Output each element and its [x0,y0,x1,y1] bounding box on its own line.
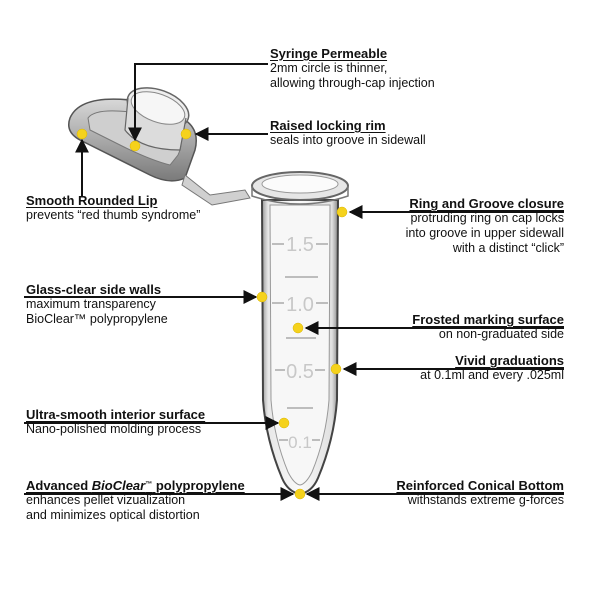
dot-syringe [129,140,141,152]
callout-vivid-graduations: Vivid graduations at 0.1ml and every .02… [420,353,564,382]
leader-lines [24,63,564,501]
graduation-1-5: 1.5 [286,234,314,256]
callout-advanced-bioclear: Advanced BioClear™ polypropylene enhance… [26,478,245,522]
dot-rim [180,128,192,140]
dot-vivid [330,363,342,375]
callout-reinforced-conical-bottom: Reinforced Conical Bottom withstands ext… [396,478,564,507]
callout-smooth-rounded-lip: Smooth Rounded Lip prevents “red thumb s… [26,193,201,222]
callout-ultra-smooth-interior: Ultra-smooth interior surface Nano-polis… [26,407,206,436]
dot-ring [336,206,348,218]
callout-dots [76,128,348,500]
callout-syringe-permeable: Syringe Permeable 2mm circle is thinner,… [270,46,435,90]
dot-frosted [292,322,304,334]
tube-body: 1.5 1.0 0.5 0.1 [251,171,349,496]
dot-lip [76,128,88,140]
dot-bottom [294,488,306,500]
dot-interior [278,417,290,429]
graduation-0-5: 0.5 [286,361,314,383]
tube-cap [68,87,251,206]
graduation-1-0: 1.0 [286,294,314,316]
graduation-0-1: 0.1 [288,433,312,452]
callout-raised-locking-rim: Raised locking rim seals into groove in … [270,118,426,147]
callout-glass-clear-walls: Glass-clear side walls maximum transpare… [26,282,168,326]
callout-frosted-marking: Frosted marking surface on non-graduated… [412,312,564,341]
callout-ring-and-groove: Ring and Groove closure protruding ring … [405,196,564,255]
dot-glass [256,291,268,303]
